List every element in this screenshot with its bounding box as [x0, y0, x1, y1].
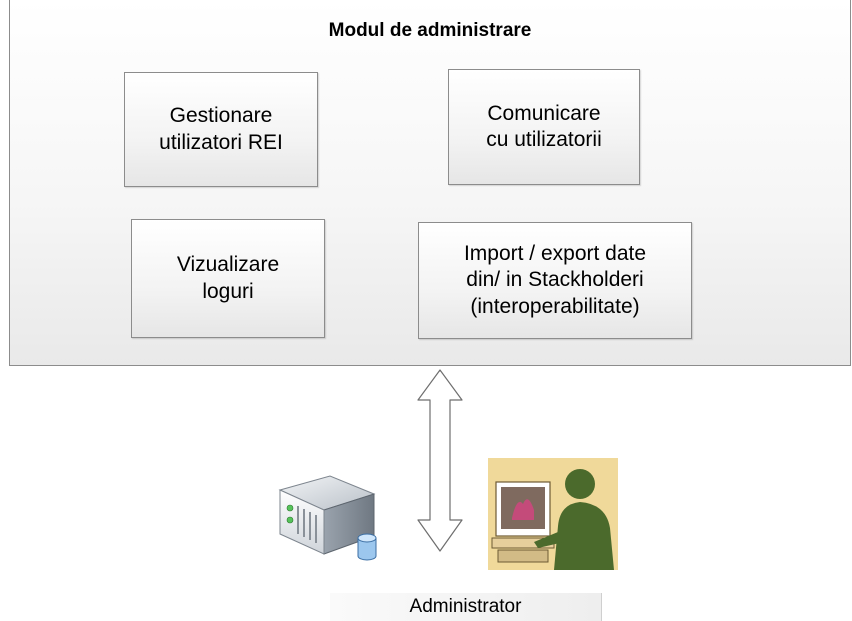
- box-vizualizare-label: Vizualizare loguri: [176, 253, 280, 303]
- administrator-label: Administrator: [330, 593, 602, 621]
- administrator-label-text: Administrator: [409, 596, 522, 617]
- box-comunicare-label: Comunicare cu utilizatorii: [486, 101, 602, 151]
- box-gestionare-label: Gestionare utilizatori REI: [159, 104, 283, 154]
- server-icon: [278, 475, 377, 561]
- box-comunicare-utilizatori: Comunicare cu utilizatorii: [448, 69, 640, 185]
- administrator-computer-icon: [488, 458, 618, 570]
- box-import-export-label: Import / export date din/ in Stackholder…: [463, 242, 647, 318]
- module-title: Modul de administrare: [328, 20, 532, 41]
- box-gestionare-utilizatori: Gestionare utilizatori REI: [124, 72, 318, 187]
- box-vizualizare-loguri: Vizualizare loguri: [131, 219, 325, 338]
- box-import-export: Import / export date din/ in Stackholder…: [418, 222, 692, 339]
